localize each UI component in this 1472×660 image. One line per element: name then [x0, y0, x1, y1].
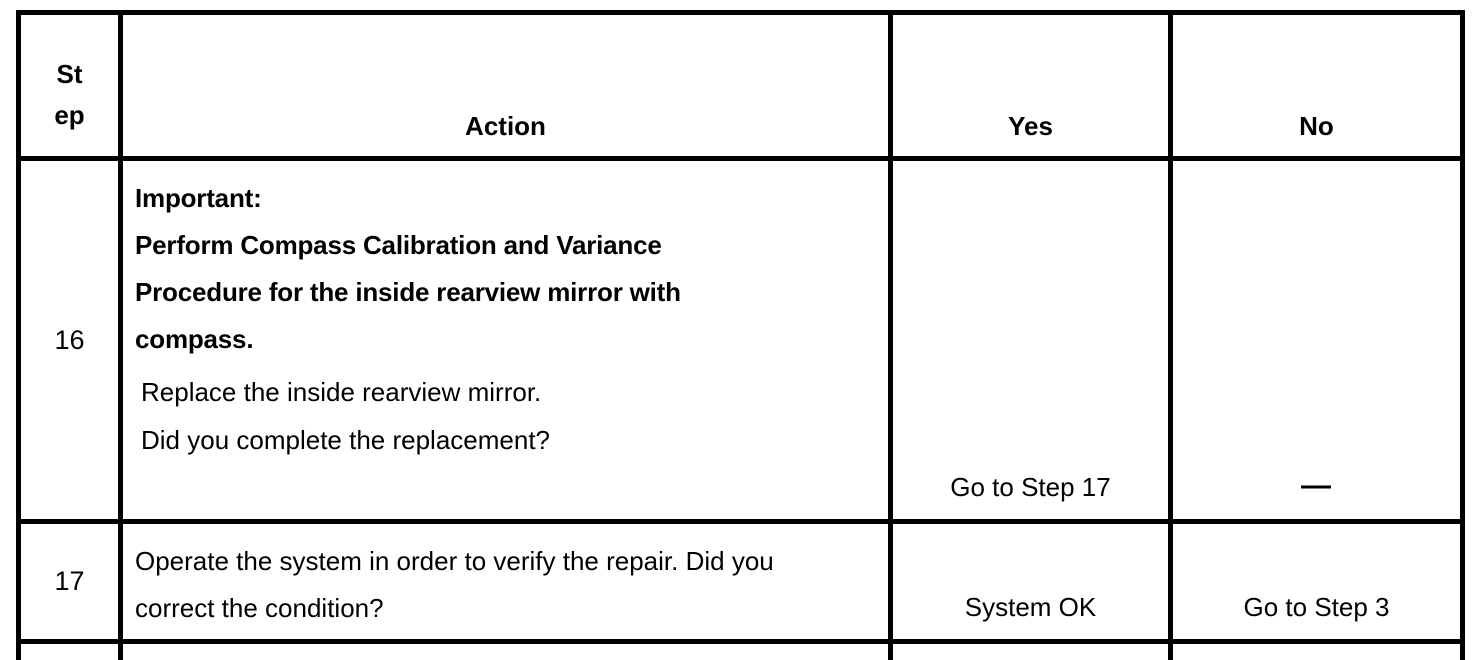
clipped-row-yes-cell [893, 644, 1173, 660]
step-16-no-cell: — [1173, 161, 1460, 524]
header-cell-step: St ep [21, 15, 123, 161]
header-yes-label: Yes [1008, 111, 1053, 141]
action-question: Operate the system in order to verify th… [135, 546, 774, 623]
action-question: Did you complete the replacement? [141, 425, 551, 455]
procedure-table: St ep Action Yes No 16 Important: Perfor… [16, 10, 1465, 660]
step-16-yes-cell: Go to Step 17 [893, 161, 1173, 524]
clipped-row-no-cell [1173, 644, 1460, 660]
header-cell-action: Action [123, 15, 893, 161]
clipped-row-action-cell [123, 644, 893, 660]
step-16-number-cell: 16 [21, 161, 123, 524]
header-action-label: Action [465, 111, 546, 141]
header-no-label: No [1299, 111, 1334, 141]
action-instruction: Replace the inside rearview mirror. [141, 377, 542, 407]
step-17-no-cell: Go to Step 3 [1173, 524, 1460, 644]
yes-result: System OK [964, 592, 1097, 622]
step-17-yes-cell: System OK [893, 524, 1173, 644]
important-notice: Important: Perform Compass Calibration a… [135, 183, 681, 354]
no-result-dash: — [1301, 469, 1332, 502]
no-result: Go to Step 3 [1243, 592, 1390, 622]
header-step-label: St ep [54, 59, 85, 130]
yes-result: Go to Step 17 [950, 472, 1111, 502]
step-16-action-cell: Important: Perform Compass Calibration a… [123, 161, 893, 524]
step-number: 16 [54, 324, 85, 355]
header-cell-no: No [1173, 15, 1460, 161]
step-17-action-cell: Operate the system in order to verify th… [123, 524, 893, 644]
header-cell-yes: Yes [893, 15, 1173, 161]
step-number: 17 [54, 566, 85, 596]
clipped-row-step-cell [21, 644, 123, 660]
step-17-number-cell: 17 [21, 524, 123, 644]
